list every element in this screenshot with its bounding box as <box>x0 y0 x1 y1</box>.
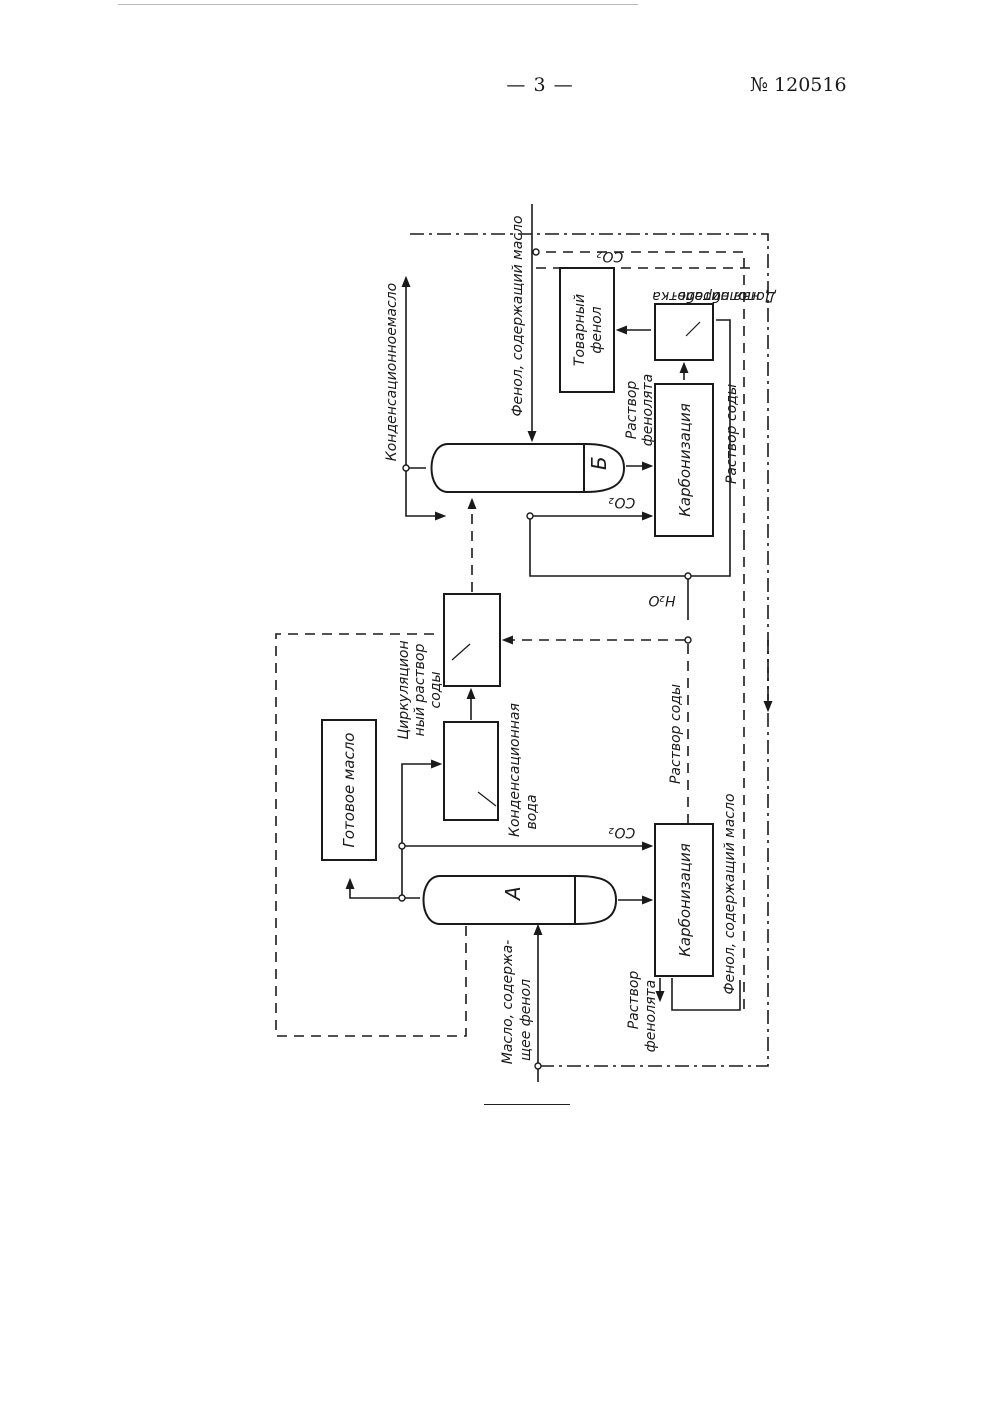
phenolate-a-label-2: фенолята <box>643 980 659 1052</box>
bottom-rule <box>484 1104 570 1105</box>
oil-feed-label-2: щее фенол <box>518 979 534 1061</box>
vessel-a-label: А <box>501 886 525 902</box>
co2-top-label: CO₂ <box>596 248 623 264</box>
phenolate-b-label-2: фенолята <box>640 374 656 446</box>
junction <box>527 513 533 519</box>
line-oil-to-b <box>406 468 444 516</box>
junction <box>535 1063 541 1069</box>
condensation-water-label-1: Конденсационная <box>507 703 523 837</box>
co2-b-label: CO₂ <box>608 494 635 510</box>
condensation-water-box <box>444 722 498 820</box>
junction <box>533 249 539 255</box>
junction <box>399 895 405 901</box>
condensation-water-leader <box>478 792 496 806</box>
soda-solution-mid-label: Раствор соды <box>668 684 684 784</box>
carbonization-b-label: Карбонизация <box>676 403 694 517</box>
circulating-soda-label-1: Циркуляцион <box>396 640 412 739</box>
condensation-oil-label: Конденсационноемасло <box>384 283 400 461</box>
product-phenol-label-1: Товарный <box>572 294 588 366</box>
extra-treatment-label-2: ная обработка <box>652 288 760 304</box>
circulating-soda-label-3: соды <box>428 672 444 709</box>
vessel-b-label: Б <box>587 456 611 470</box>
phenol-oil-bottom-label: Фенол, содержащий масло <box>722 793 738 994</box>
junction <box>685 637 691 643</box>
phenolate-a-label-1: Раствор <box>626 971 642 1030</box>
soda-solution-b-label: Раствор соды <box>724 384 740 484</box>
carbonization-a-label: Карбонизация <box>676 843 694 957</box>
product-phenol-label-2: фенол <box>589 306 605 353</box>
circulating-soda-box <box>444 594 500 686</box>
phenolate-b-label-1: Раствор <box>624 381 640 440</box>
line-condensation-oil <box>406 278 426 468</box>
junction <box>399 843 405 849</box>
condensation-water-label-2: вода <box>524 794 540 829</box>
line-a-to-finished-oil <box>350 880 420 898</box>
circulating-soda-label-2: ный раствор <box>412 644 428 737</box>
finished-oil-label: Готовое масло <box>340 733 358 848</box>
extra-treatment-leader <box>686 322 700 336</box>
oil-feed-label-1: Масло, содержа- <box>500 940 516 1064</box>
phenol-oil-top-label: Фенол, содержащий масло <box>510 215 526 416</box>
h2o-label: H₂O <box>648 592 675 608</box>
junction <box>403 465 409 471</box>
extra-treatment-box <box>655 304 713 360</box>
co2-a-label: CO₂ <box>608 824 635 840</box>
junction <box>685 573 691 579</box>
circulating-soda-leader <box>452 644 470 660</box>
